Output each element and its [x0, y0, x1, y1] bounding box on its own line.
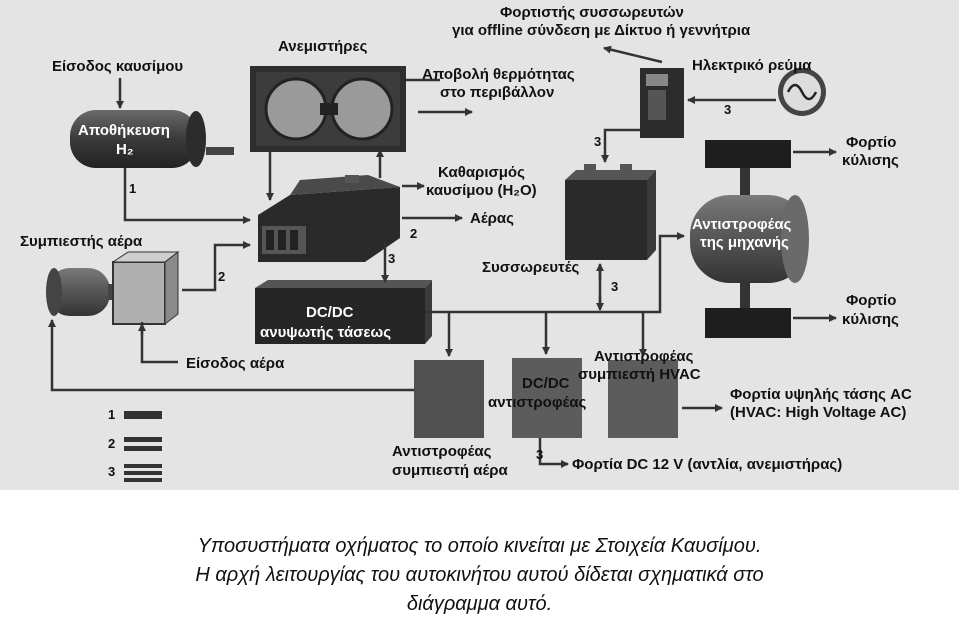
load-bottom-label-2: κύλισης [842, 311, 899, 328]
battery-box [565, 164, 656, 260]
dcdc-boost-label-2: ανυψωτής τάσεως [260, 324, 392, 341]
hvac-inverter-label-1: Αντιστροφέας [594, 348, 694, 365]
line-number-1: 1 [129, 181, 137, 196]
dcdc-inverter-box [512, 358, 582, 438]
dcdc-boost-box [255, 280, 432, 344]
fuel-clean-label-1: Καθαρισμός [438, 164, 525, 181]
hv-ac-loads-label-1: Φορτία υψηλής τάσης AC [730, 386, 912, 403]
legend-number-1: 1 [108, 407, 116, 422]
connections [48, 45, 837, 468]
load-top-label-2: κύλισης [842, 152, 899, 169]
caption-line-3: διάγραμμα αυτό. [406, 593, 553, 615]
dcdc-boost-label-1: DC/DC [306, 304, 354, 321]
line-number-2b: 2 [410, 226, 418, 241]
fuel-input-label: Είσοδος καυσίμου [52, 58, 184, 75]
charger-box [640, 68, 684, 138]
load-top-label-1: Φορτίο [846, 134, 897, 151]
air-label: Αέρας [470, 210, 514, 227]
air-compressor [46, 250, 180, 326]
line-number-3c: 3 [594, 134, 602, 149]
compressor-inverter-box [414, 360, 484, 438]
legend-number-3: 3 [108, 464, 116, 479]
air-input-label: Είσοδος αέρα [186, 355, 285, 372]
ac-source [778, 68, 826, 116]
fuel-clean-label-2: καυσίμου (H₂O) [426, 182, 537, 199]
heat-rejection-label-1: Αποβολή θερμότητας [422, 66, 575, 83]
dcdc-inverter-label-2: αντιστροφέας [488, 394, 587, 411]
legend-bars [124, 411, 162, 482]
line-number-3e: 3 [536, 447, 544, 462]
charger-subtitle-label: για offline σύνδεση με Δίκτυο ή γεννήτρι… [452, 22, 751, 39]
grid-power-label: Ηλεκτρικό ρεύμα [692, 57, 812, 74]
load-bottom-label-1: Φορτίο [846, 292, 897, 309]
motor-inverter-label-1: Αντιστροφέας [692, 216, 792, 233]
heat-rejection-label-2: στο περιβάλλον [440, 84, 555, 101]
h2-storage-label-1: Αποθήκευση [78, 122, 170, 139]
hvac-inverter-label-2: συμπιεστή HVAC [578, 366, 701, 383]
hvac-inverter-box [608, 360, 678, 438]
line-number-3b: 3 [724, 102, 732, 117]
dcdc-inverter-label-1: DC/DC [522, 375, 570, 392]
motor-inverter [690, 140, 809, 338]
legend-number-2: 2 [108, 436, 116, 451]
line-number-3d: 3 [611, 279, 619, 294]
diagram-graphics [46, 45, 837, 482]
caption-line-2: Η αρχή λειτουργίας του αυτοκινήτου αυτού… [195, 564, 764, 586]
compressor-inverter-label-1: Αντιστροφέας [392, 443, 492, 460]
dc12-loads-label: Φορτία DC 12 V (αντλία, ανεμιστήρας) [572, 456, 843, 473]
line-number-3a: 3 [388, 251, 396, 266]
h2-storage-tank [70, 110, 234, 168]
air-compressor-label: Συμπιεστής αέρα [20, 233, 143, 250]
compressor-inverter-label-2: συμπιεστή αέρα [392, 462, 508, 479]
charger-title-label: Φορτιστής συσσωρευτών [500, 4, 684, 21]
fuel-cell-vehicle-diagram: Φορτιστής συσσωρευτών για offline σύνδεσ… [0, 0, 959, 490]
motor-inverter-label-2: της μηχανής [700, 234, 789, 251]
fuel-cell-stack [258, 175, 400, 262]
line-number-2a: 2 [218, 269, 226, 284]
caption-line-1: Υποσυστήματα οχήματος το οποίο κινείται … [197, 535, 762, 557]
fans-label: Ανεμιστήρες [278, 38, 368, 55]
battery-label: Συσσωρευτές [482, 259, 580, 276]
fans-unit [250, 66, 406, 152]
hv-ac-loads-label-2: (HVAC: High Voltage AC) [730, 404, 907, 421]
h2-storage-label-2: H₂ [116, 141, 134, 158]
